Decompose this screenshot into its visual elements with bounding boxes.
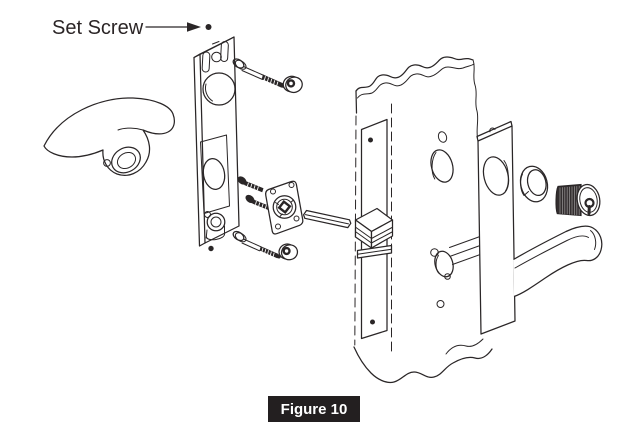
spindle-hub-assembly (265, 180, 304, 235)
set-screw-dot-top (205, 24, 212, 30)
inside-lever-handle (43, 97, 175, 176)
set-screw-label: Set Screw (52, 17, 144, 39)
door-hole-small-top (437, 131, 448, 143)
faceplate-screw-bottom (370, 319, 375, 325)
hub-square-hole (277, 199, 292, 215)
plate-slot-left (201, 51, 211, 73)
mounting-screws (237, 176, 272, 211)
latchbolt (354, 207, 394, 259)
door-hole-small-mid (430, 248, 439, 257)
set-screw-dot-bottom (208, 245, 214, 252)
plate-oval-hole (202, 158, 226, 190)
plate-top-hole (211, 51, 222, 63)
mortise-cylinder (555, 183, 601, 217)
plate-slot-right (220, 41, 229, 62)
figure-caption: Figure 10 (268, 396, 360, 422)
door-spindle-hole (434, 250, 454, 278)
through-bolt-bottom (232, 230, 281, 259)
door-torn-top-edge (355, 56, 474, 92)
set-screw-annotation: Set Screw (52, 17, 212, 39)
faceplate-screw-top (368, 137, 373, 143)
plate-rose-hole (202, 72, 236, 106)
caption-box (268, 396, 360, 422)
through-bolt-top (232, 58, 286, 88)
plate-bottom-boss (206, 212, 226, 232)
inside-escutcheon-plate (193, 36, 240, 252)
set-screw-arrow (145, 22, 201, 32)
caption-label: Figure 10 (281, 401, 348, 418)
bushing-top (282, 75, 303, 94)
spindle (302, 209, 352, 229)
hub-ring-outer (272, 195, 297, 219)
lever-set-screw-hole (103, 159, 111, 167)
bushing-bottom (278, 243, 299, 261)
door-hole-small-low (436, 300, 445, 308)
through-screw-lines (449, 236, 484, 265)
cylinder-collar (519, 165, 549, 203)
lever-bore (111, 146, 141, 174)
outside-escutcheon-plate (476, 120, 516, 335)
outside-lever-handle (513, 225, 603, 298)
door-torn-right-edge (472, 59, 479, 139)
door-torn-bottom-edge (353, 346, 493, 384)
